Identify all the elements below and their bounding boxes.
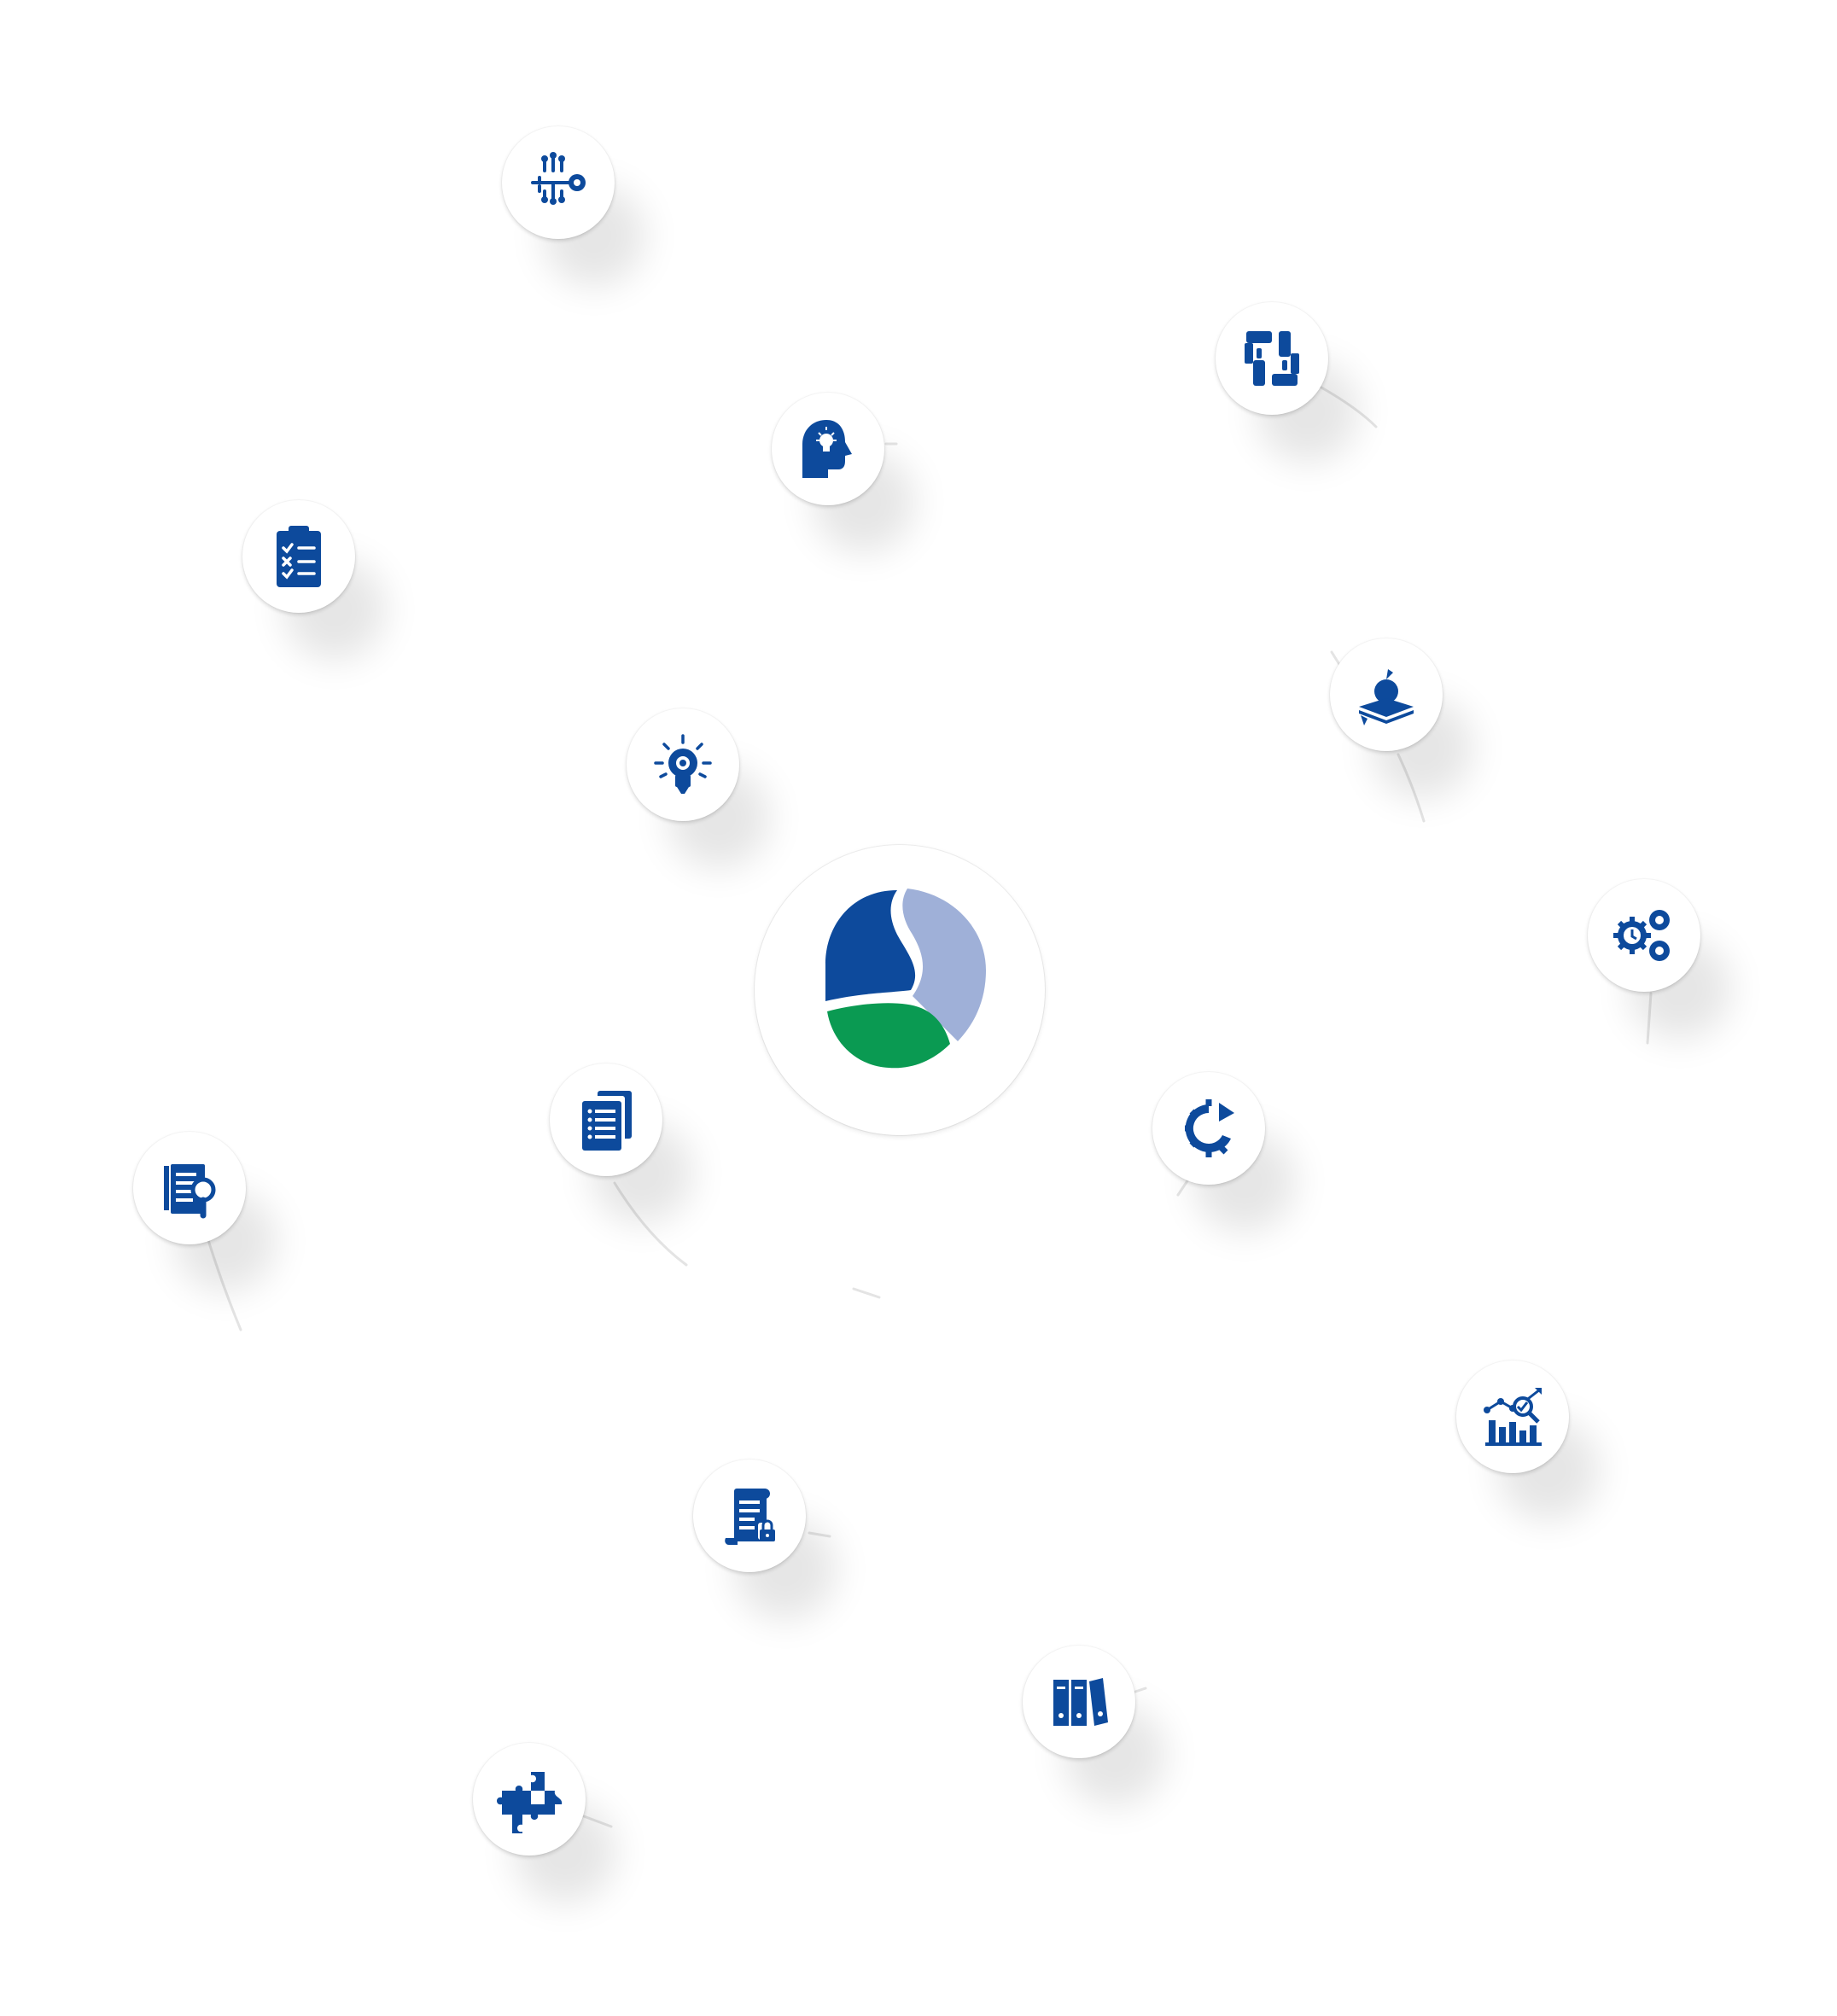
node-binders xyxy=(1023,1646,1135,1758)
center-logo xyxy=(755,845,1045,1135)
node-education xyxy=(1330,638,1443,751)
connector-line xyxy=(582,1815,613,1828)
document-search-icon xyxy=(164,1164,216,1219)
node-document-search xyxy=(133,1132,246,1244)
connector-line xyxy=(1134,1687,1147,1693)
node-secure-document xyxy=(693,1460,806,1572)
connector-line xyxy=(1397,753,1426,823)
innovation-bulb-icon xyxy=(654,734,712,794)
node-teamwork xyxy=(1216,302,1328,415)
connector-line xyxy=(1646,992,1653,1045)
connector-line xyxy=(203,1227,242,1331)
gears-clock-icon xyxy=(1613,910,1670,961)
node-checklist xyxy=(242,500,355,613)
connector-line xyxy=(1320,386,1378,428)
node-analytics xyxy=(1456,1361,1569,1473)
connector-line xyxy=(613,1181,688,1267)
node-puzzle xyxy=(473,1743,586,1856)
node-gear-arrow xyxy=(1152,1072,1265,1185)
node-digital-key xyxy=(502,126,615,239)
gear-arrow-icon xyxy=(1185,1099,1234,1157)
connector-line xyxy=(808,1531,831,1538)
node-innovation xyxy=(627,708,739,821)
secure-document-icon xyxy=(725,1489,777,1545)
node-document-list xyxy=(550,1063,662,1176)
mind-idea-icon xyxy=(802,420,852,478)
education-apple-book-icon xyxy=(1359,669,1414,725)
puzzle-piece-icon xyxy=(497,1772,563,1833)
document-list-icon xyxy=(582,1091,632,1151)
analytics-chart-icon xyxy=(1484,1388,1542,1446)
teamwork-hands-icon xyxy=(1245,331,1299,386)
node-mind-idea xyxy=(772,393,884,505)
checklist-clipboard-icon xyxy=(277,526,321,587)
binders-icon xyxy=(1053,1678,1108,1726)
connector-line xyxy=(852,1287,881,1299)
logo-mark-icon xyxy=(825,889,986,1069)
node-gears xyxy=(1588,879,1700,992)
digital-key-icon xyxy=(531,152,586,205)
